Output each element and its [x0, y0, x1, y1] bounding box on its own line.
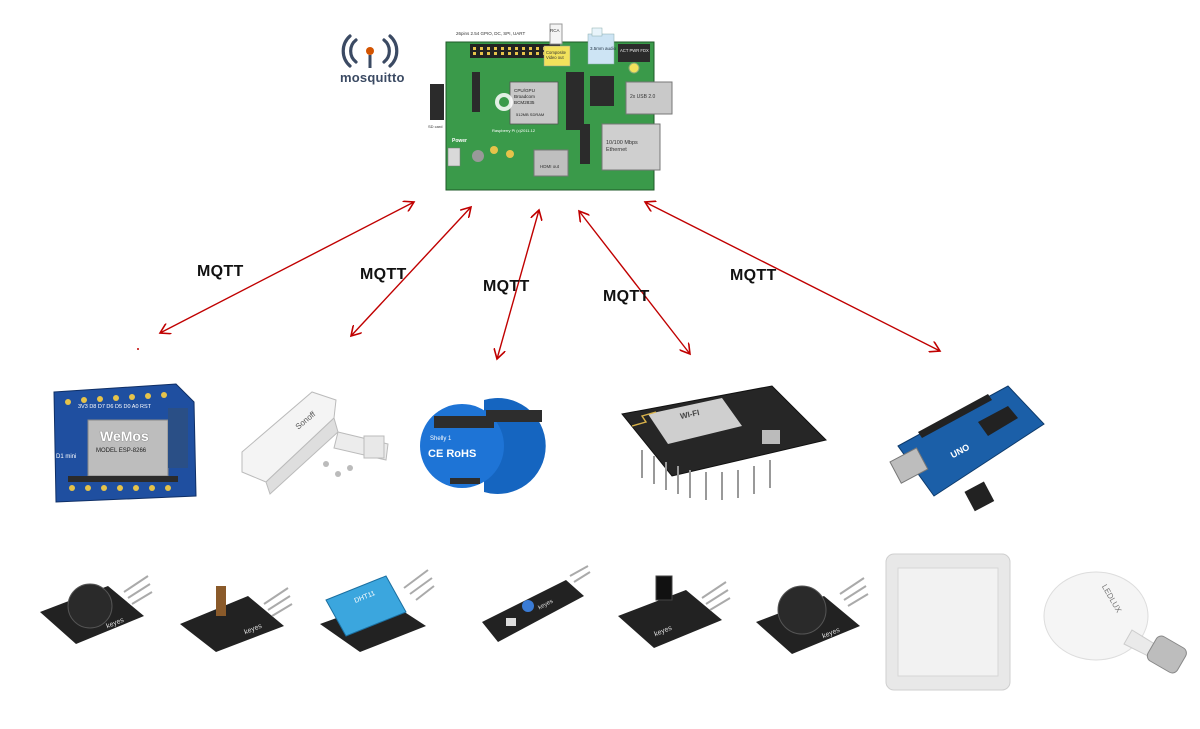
wemos-pins-top: 3V3 D8 D7 D6 D5 D0 A0 RST [78, 404, 152, 410]
rpi-ethernet-label: 10/100 Mbps Ethernet [606, 140, 638, 153]
rpi-sd-label: SD card [428, 124, 443, 129]
mosquitto-logo: mosquitto [338, 32, 405, 88]
raspberry-pi-illustration [430, 23, 673, 191]
arduino-illustration [889, 385, 1045, 512]
passive-buzzer-illustration [756, 577, 869, 654]
rpi-header-label: 26pins 2.54 GPIO, DC, SPI, UART [456, 31, 526, 36]
raspberry-pi-board: 26pins 2.54 GPIO, DC, SPI, UART RCA 3.5m… [428, 20, 673, 191]
wemos-d1-mini: WeMos MODEL ESP-8266 3V3 D8 D7 D6 D5 D0 … [48, 383, 198, 504]
mosquitto-logo-text: mosquitto [340, 70, 405, 85]
bulb-illustration [1043, 571, 1187, 674]
rpi-board-label: Raspberry Pi (c)2011.12 [492, 128, 536, 133]
dht11-illustration [320, 569, 435, 652]
wemos-model: MODEL ESP-8266 [96, 448, 147, 454]
wemos-illustration [53, 383, 197, 503]
mqtt-arrow-arduino [645, 202, 940, 351]
wall-switch [884, 552, 1012, 692]
line-tracker-module: keyes [476, 562, 592, 650]
mqtt-arrow-nodemcu [579, 211, 690, 354]
photoresistor-illustration [180, 586, 293, 652]
mqtt-label-5: MQTT [730, 267, 777, 284]
sonoff-illustration [241, 391, 389, 495]
rpi-composite-label: Composite Video out [546, 50, 567, 60]
wemos-brand: WeMos [100, 428, 149, 444]
dht11-module: DHT11 [316, 560, 436, 656]
line-tracker-illustration [482, 565, 591, 642]
shelly-brand: Shelly 1 [430, 436, 452, 442]
wall-switch-illustration [885, 553, 1011, 691]
shelly-marks: CE RoHS [428, 448, 477, 460]
mqtt-label-2: MQTT [360, 266, 407, 283]
raspberry-logo-icon [495, 93, 513, 111]
nodemcu-board: WI-FI [612, 385, 836, 520]
mqtt-label-3: MQTT [483, 278, 530, 295]
rpi-audio-label: 3.5mm audio [590, 46, 617, 51]
photoresistor-module: keyes [176, 574, 293, 654]
ir-receiver-module: keyes [614, 558, 731, 658]
rpi-usb-label: 2x USB 2.0 [630, 94, 656, 100]
shelly-relay: Shelly 1 CE RoHS [414, 396, 564, 496]
mqtt-label-1: MQTT [197, 263, 244, 280]
active-buzzer-module: keyes [36, 564, 153, 652]
nodemcu-illustration [621, 385, 827, 500]
mqtt-label-4: MQTT [603, 288, 650, 305]
rpi-ram-label: 512MB SDRAM [516, 112, 545, 117]
shelly-illustration [420, 398, 546, 494]
rpi-power-label: Power [452, 138, 468, 144]
sonoff-switch: Sonoff [238, 386, 398, 496]
rpi-rca-label: RCA [550, 28, 560, 33]
rpi-soc-label: CPU/GPU Broadcom BCM2835 [514, 88, 535, 105]
mqtt-arrow-sonoff [351, 207, 471, 336]
rpi-hdmi-label: HDMI out [540, 164, 560, 169]
passive-buzzer-module: keyes [752, 564, 869, 660]
arduino-uno: UNO [888, 385, 1048, 520]
wemos-side: D1 mini [56, 454, 77, 460]
active-buzzer-illustration [40, 575, 153, 644]
rpi-leds-label: ACT PWR FDX [620, 48, 649, 53]
mqtt-arrow-shelly [497, 210, 539, 359]
led-bulb: LEDLUX [1036, 570, 1192, 684]
ir-receiver-illustration [618, 575, 731, 648]
mosquitto-signal-icon [341, 34, 399, 68]
